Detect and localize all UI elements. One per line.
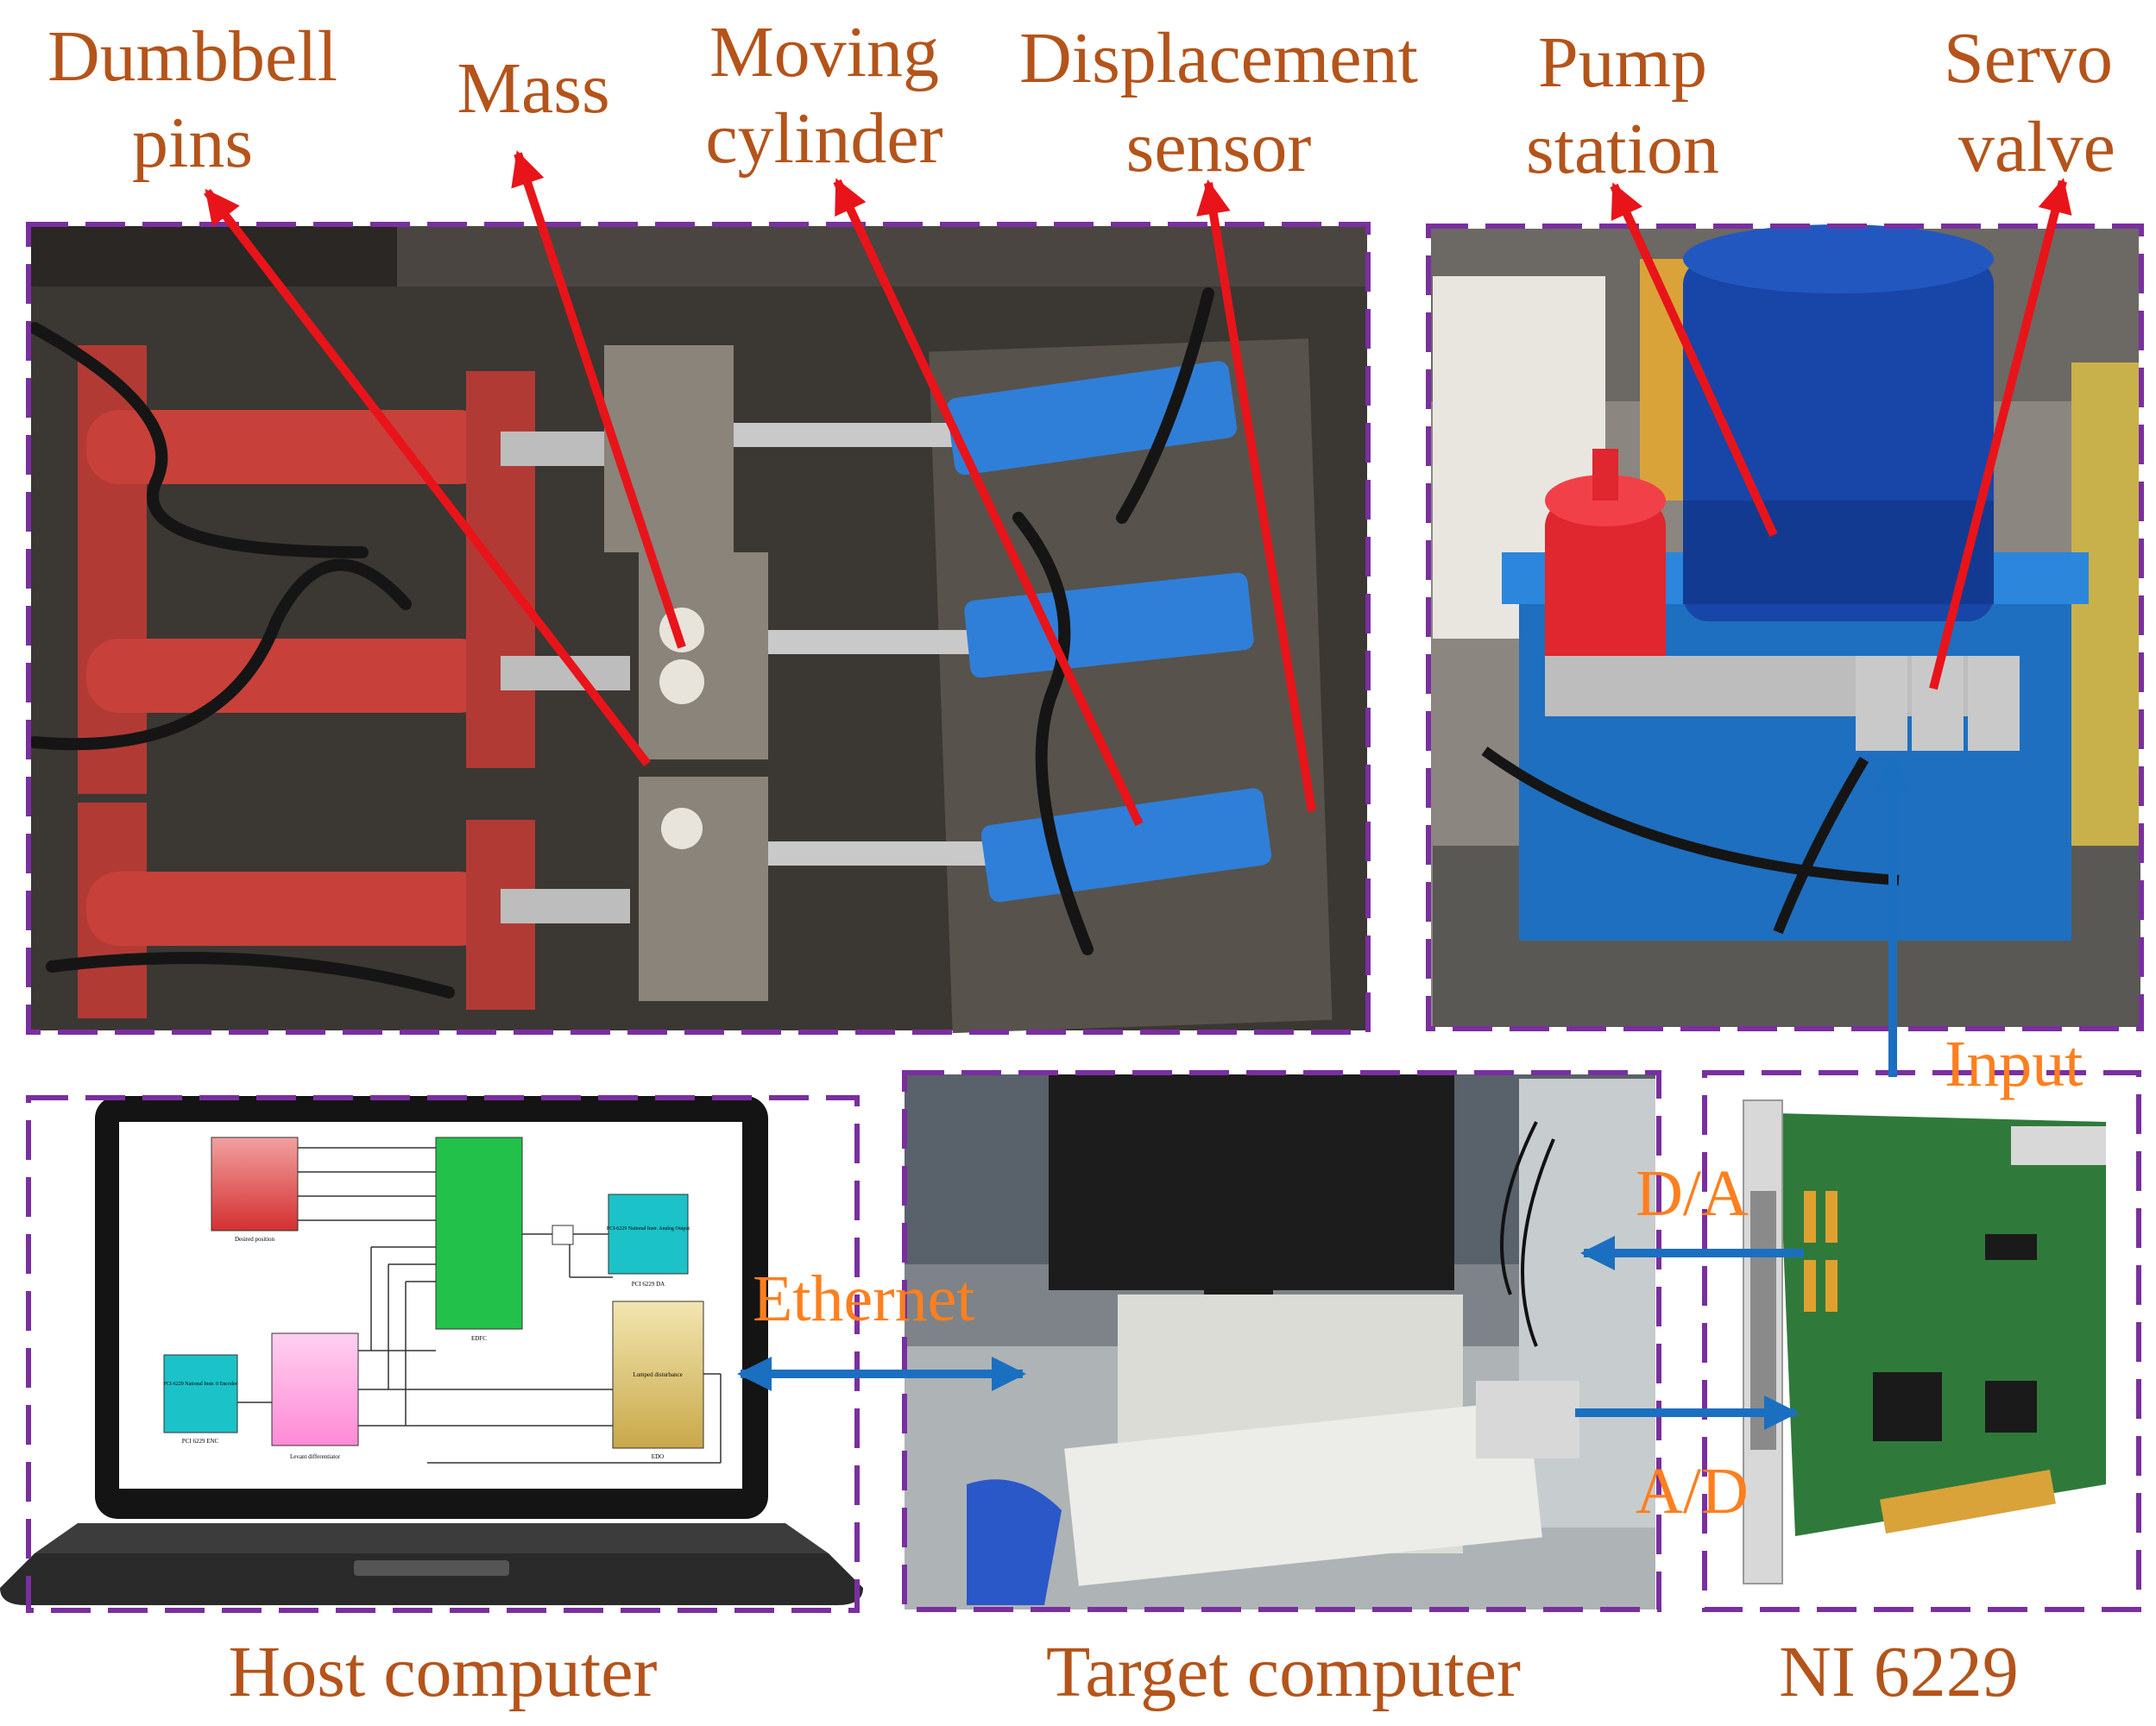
- svg-text:PCI 6229 DA: PCI 6229 DA: [632, 1281, 665, 1288]
- pci-enc-block: [163, 1354, 238, 1433]
- arrow-servo-valve: [1929, 178, 2072, 690]
- svg-text:EDFC: EDFC: [471, 1335, 487, 1342]
- label-displacement-sensor-2: sensor: [1126, 107, 1312, 187]
- host-laptop: Desired position EDFC PCI-6229 National …: [0, 1096, 863, 1605]
- glove: [967, 1479, 1062, 1605]
- red-cylinder: [86, 371, 535, 1010]
- svg-text:Levant differentiator: Levant differentiator: [290, 1453, 341, 1460]
- label-pump-station-1: Pump: [1538, 22, 1707, 103]
- label-input: Input: [1945, 1028, 2083, 1100]
- label-dumbbell-pins-2: pins: [132, 103, 253, 183]
- svg-text:Desired position: Desired position: [235, 1236, 275, 1243]
- label-servo-valve-2: valve: [1958, 107, 2115, 187]
- caption-ni-6229: NI 6229: [1779, 1632, 2019, 1712]
- label-moving-cylinder-1: Moving: [709, 12, 939, 92]
- desired-position-block: [211, 1137, 299, 1232]
- label-pump-station-2: station: [1526, 109, 1719, 189]
- saturation-block: [552, 1225, 574, 1245]
- piston-rod: [734, 423, 993, 866]
- svg-text:Lumped disturbance: Lumped disturbance: [633, 1371, 682, 1378]
- ni6229-card: [1705, 1074, 2139, 1609]
- panel-captions: Host computer Target computer NI 6229: [229, 1632, 2019, 1712]
- pump-station-photo: [1431, 224, 2140, 1027]
- simulink-diagram: Desired position EDFC PCI-6229 National …: [163, 1137, 722, 1464]
- arrow-displacement-sensor: [1196, 180, 1316, 812]
- signal-labels: Input D/A A/D Ethernet: [753, 1028, 2083, 1528]
- levant-differentiator-block: [271, 1332, 359, 1446]
- pump-motor: [1683, 224, 1994, 621]
- test-rig-photo: [28, 226, 1367, 1034]
- svg-text:PCI-6229 National Instr. 0 Enc: PCI-6229 National Instr. 0 Encoder: [163, 1382, 236, 1387]
- caption-target-computer: Target computer: [1046, 1632, 1521, 1712]
- arrow-mass: [511, 150, 686, 649]
- keyboard: [1064, 1400, 1542, 1586]
- svg-text:PCI 6229 ENC: PCI 6229 ENC: [182, 1438, 219, 1445]
- target-cables: [1500, 1121, 1555, 1347]
- label-dumbbell-pins-1: Dumbbell: [47, 16, 337, 97]
- label-ad: A/D: [1636, 1455, 1749, 1528]
- svg-text:PCI-6229 National Instr. Analo: PCI-6229 National Instr. Analog Output: [607, 1226, 690, 1232]
- target-monitor: [1049, 1074, 1454, 1290]
- caption-host-computer: Host computer: [229, 1632, 658, 1712]
- hoses: [1481, 746, 1900, 935]
- arrow-dumbbell-pins: [204, 188, 651, 767]
- panel-frames: [26, 222, 2144, 1613]
- cables: [28, 287, 1214, 998]
- label-moving-cylinder-2: cylinder: [705, 98, 942, 179]
- label-ethernet: Ethernet: [753, 1263, 974, 1335]
- arrow-pump-station: [1610, 182, 1778, 538]
- signal-arrows: [737, 756, 1910, 1430]
- label-da: D/A: [1636, 1157, 1749, 1230]
- edo-block: [612, 1301, 704, 1449]
- target-computer-photo: [905, 1074, 1655, 1609]
- arrow-moving-cylinder: [833, 178, 1144, 827]
- pci-da-block: [608, 1194, 689, 1275]
- label-displacement-sensor-1: Displacement: [1019, 18, 1418, 98]
- label-mass: Mass: [457, 48, 609, 129]
- label-servo-valve-1: Servo: [1944, 18, 2113, 98]
- mass-block: [604, 345, 768, 1001]
- edfc-block: [435, 1137, 523, 1330]
- component-labels: Dumbbell pins Mass Moving cylinder Displ…: [47, 12, 2115, 189]
- pointer-arrows: [204, 150, 2072, 827]
- svg-text:EDO: EDO: [652, 1453, 664, 1460]
